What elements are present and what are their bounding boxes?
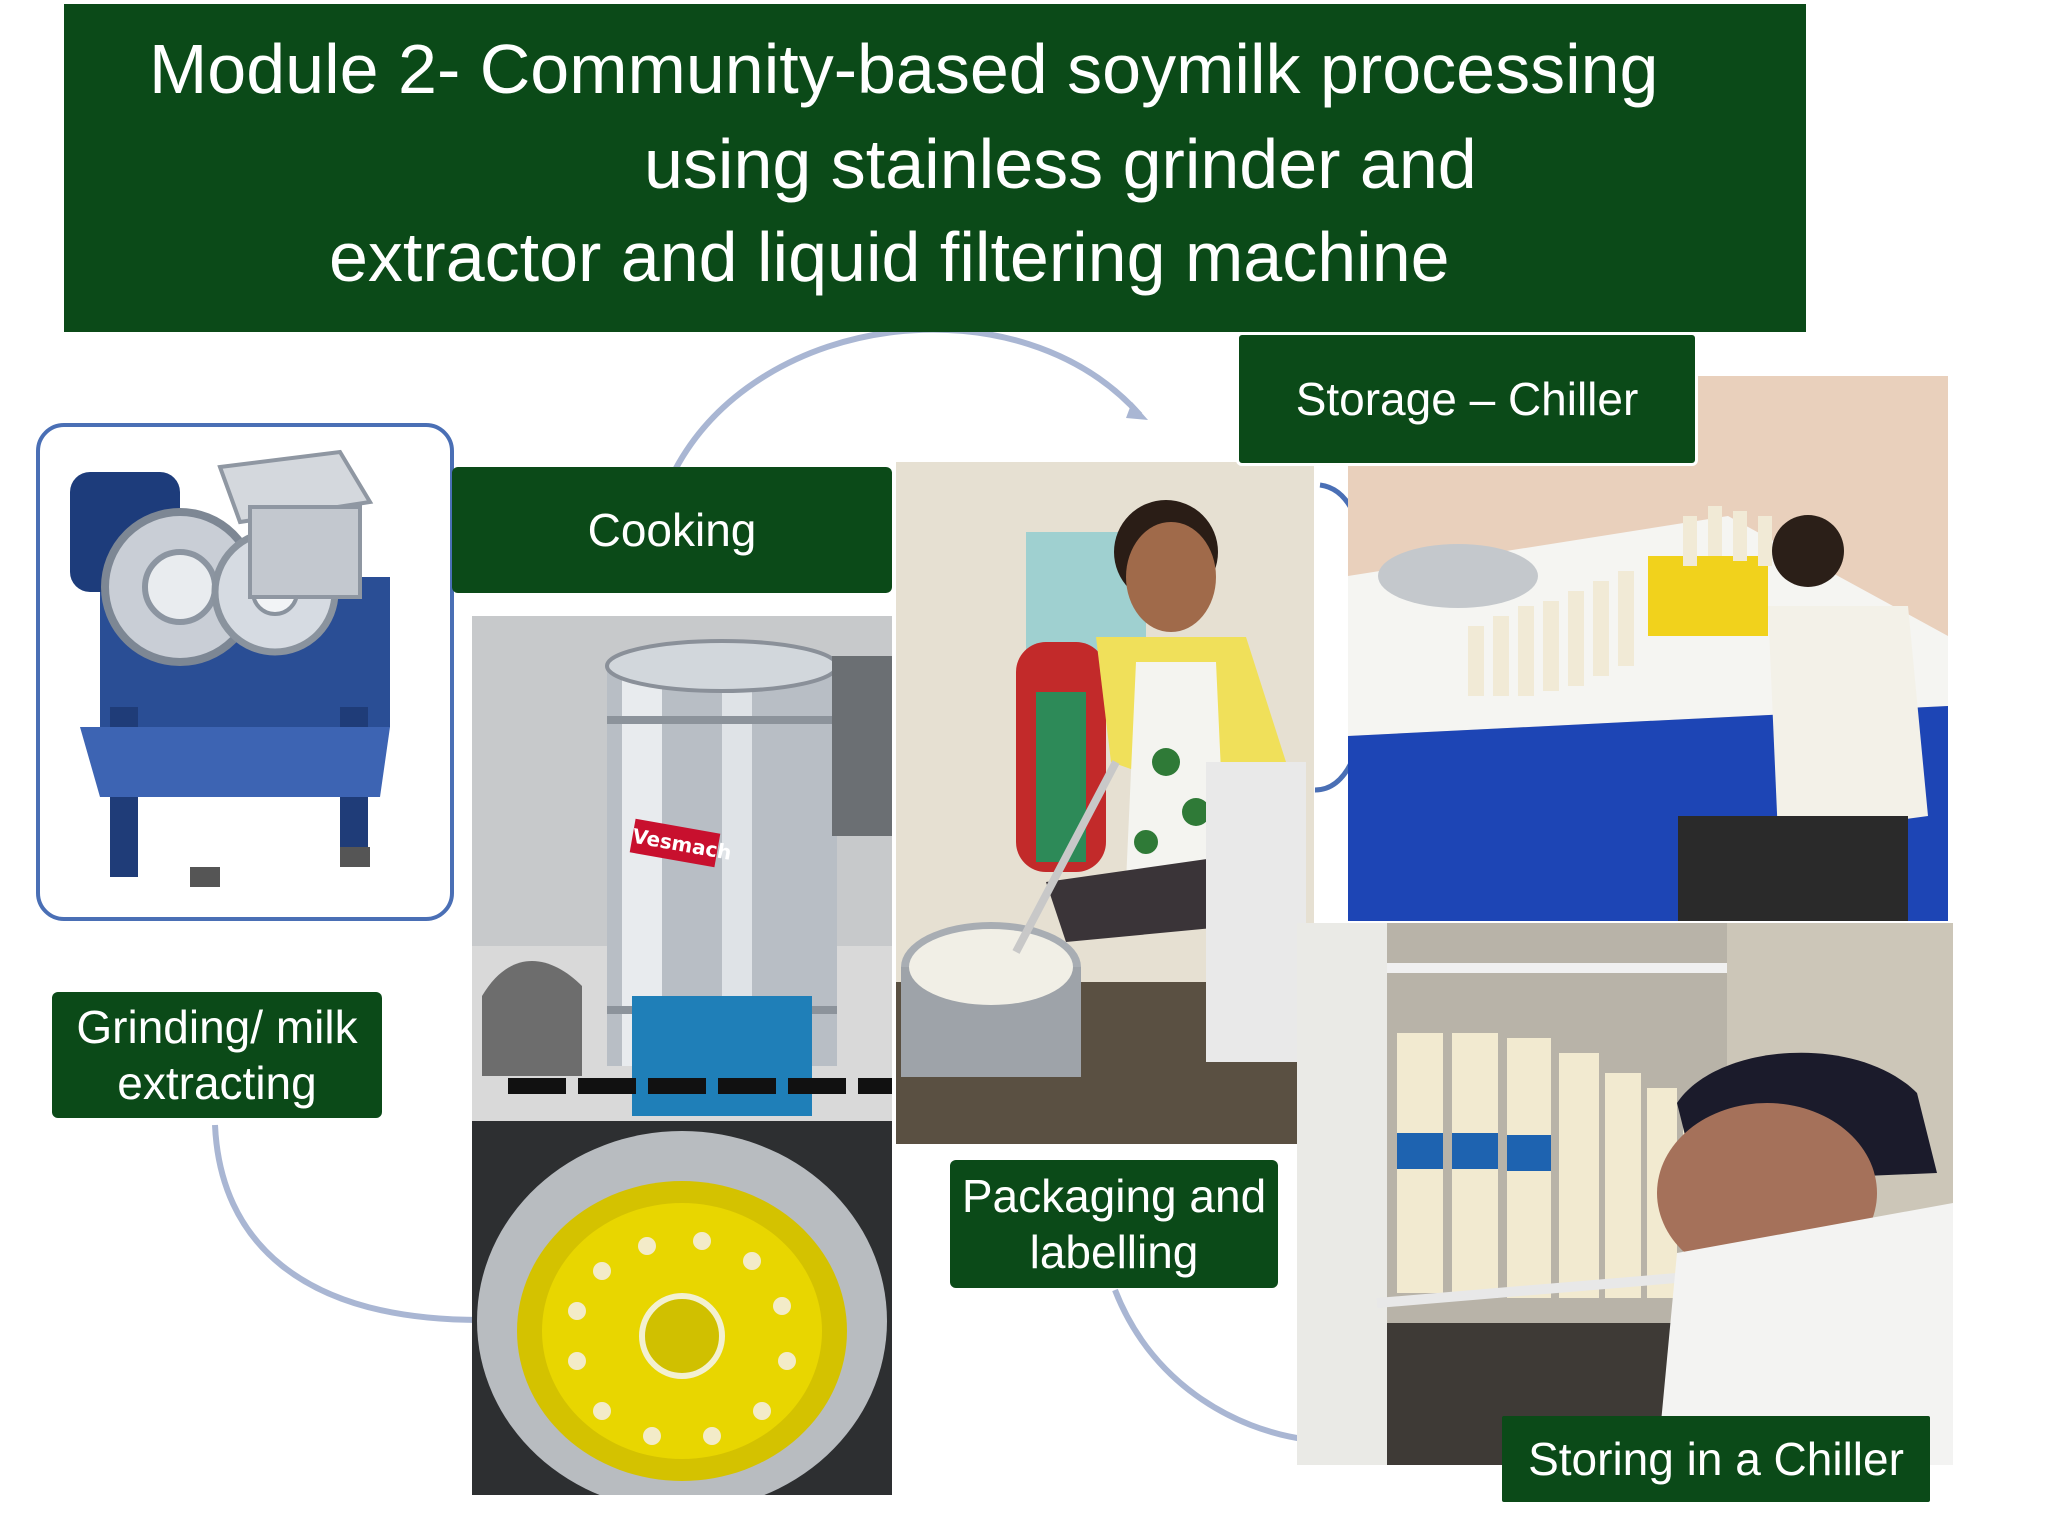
- title-line-1: Module 2- Community-based soymilk proces…: [149, 30, 1659, 108]
- grinder-machine-photo: [36, 423, 454, 921]
- storage-chiller-label-text: Storage – Chiller: [1295, 373, 1639, 425]
- grinding-label-line-1: Grinding/ milk: [76, 1001, 358, 1053]
- packaging-label-line-1: Packaging and: [961, 1170, 1267, 1222]
- grinding-label-line-2: extracting: [117, 1057, 317, 1109]
- storage-chiller-label: Storage – Chiller: [1236, 332, 1698, 466]
- storage-photo: [1348, 376, 1948, 921]
- dashed-divider: [508, 1078, 892, 1094]
- title-line-3: extractor and liquid filtering machine: [329, 218, 1450, 296]
- title-banner: Module 2- Community-based soymilk proces…: [64, 4, 1806, 332]
- title-line-2: using stainless grinder and: [644, 125, 1477, 203]
- extractor-photo: Vesmach: [472, 616, 892, 1121]
- packaging-label-line-2: labelling: [1029, 1226, 1199, 1278]
- grinding-label: Grinding/ milk extracting: [52, 992, 382, 1118]
- storing-chiller-label-text: Storing in a Chiller: [1528, 1433, 1904, 1485]
- cooking-label-text: Cooking: [587, 504, 757, 556]
- packaging-label: Packaging and labelling: [950, 1160, 1278, 1288]
- chiller-photo: [1297, 923, 1953, 1465]
- cooking-label: Cooking: [452, 467, 892, 593]
- cooking-photo: [896, 462, 1314, 1144]
- storing-chiller-label: Storing in a Chiller: [1502, 1416, 1930, 1502]
- liquid-filter-photo: [472, 1121, 892, 1495]
